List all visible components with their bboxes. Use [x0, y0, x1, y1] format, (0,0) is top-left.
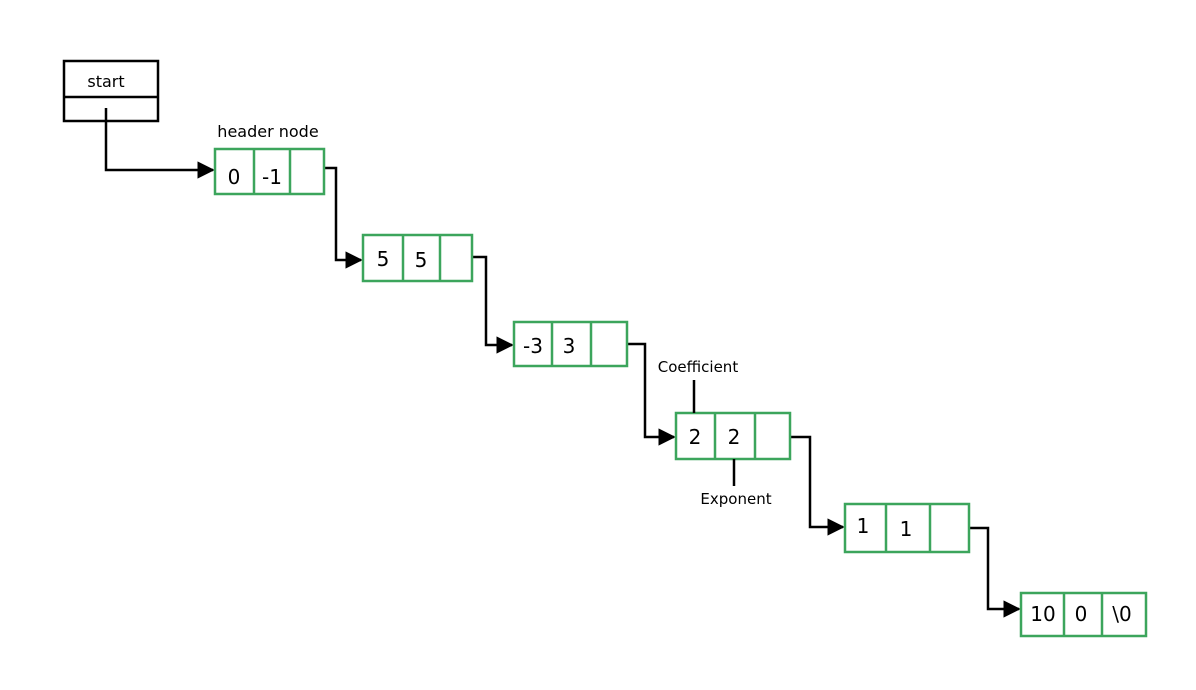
exponent-cell: 5 — [415, 248, 428, 272]
coefficient-cell: 0 — [228, 165, 241, 189]
node-box — [843, 502, 971, 554]
exponent-cell: 1 — [900, 517, 913, 541]
node-box — [213, 147, 326, 196]
exponent-label: Exponent — [700, 490, 771, 508]
coefficient-cell: 1 — [857, 514, 870, 538]
node-box — [1019, 591, 1148, 638]
list-node: 2 2 — [674, 411, 792, 461]
header-node-label: header node — [217, 122, 318, 141]
link-node-2-to-3 — [472, 255, 514, 354]
exponent-annotation: Exponent — [700, 459, 772, 508]
coefficient-label: Coefficient — [658, 358, 739, 376]
null-link-cell: \0 — [1112, 602, 1131, 626]
start-pointer: start — [62, 59, 160, 123]
list-node: 5 5 — [361, 233, 474, 283]
link-node-1-to-2 — [324, 166, 363, 269]
start-to-header-link — [104, 108, 215, 179]
node-box — [512, 320, 629, 368]
exponent-cell: 3 — [563, 334, 576, 358]
coefficient-cell: 10 — [1030, 602, 1055, 626]
coefficient-cell: 2 — [689, 425, 702, 449]
node-box — [361, 233, 474, 283]
coefficient-cell: 5 — [377, 247, 390, 271]
link-node-5-to-6 — [969, 526, 1021, 618]
link-node-3-to-4 — [627, 342, 676, 446]
links — [104, 108, 1021, 618]
list-node: -3 3 — [512, 320, 629, 368]
start-label: start — [87, 72, 124, 91]
coefficient-cell: -3 — [523, 334, 543, 358]
list-node: 0 -1 — [213, 147, 326, 196]
exponent-cell: -1 — [262, 165, 282, 189]
list-node: 10 0 \0 — [1019, 591, 1148, 638]
list-node: 1 1 — [843, 502, 971, 554]
exponent-cell: 0 — [1075, 602, 1088, 626]
link-node-4-to-5 — [790, 435, 845, 536]
start-box — [62, 59, 160, 123]
exponent-cell: 2 — [728, 425, 741, 449]
coefficient-annotation: Coefficient — [658, 358, 739, 413]
